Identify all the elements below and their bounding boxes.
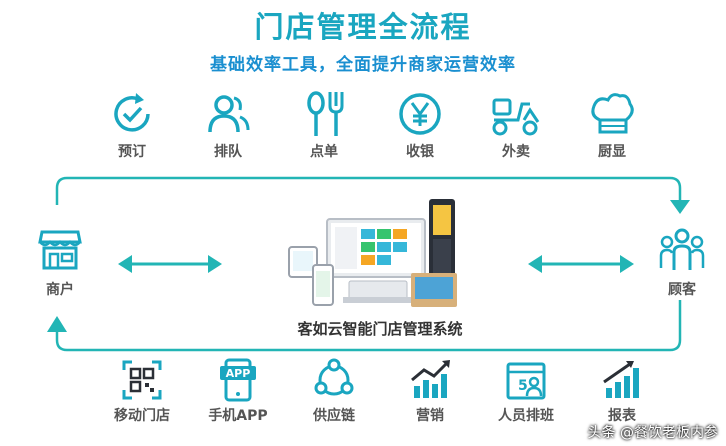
feature-supply-chain: 供应链 (294, 358, 374, 425)
flow-arrow-left-up-icon (47, 316, 67, 332)
feature-reservation: 预订 (92, 90, 172, 161)
feature-label: 预订 (118, 144, 146, 160)
feature-label: 报表 (608, 408, 636, 424)
report-icon (603, 361, 639, 398)
feature-queue: 排队 (188, 90, 268, 161)
feature-delivery: 外卖 (476, 90, 556, 161)
top-feature-row: 预订 排队 点单 收银 (92, 90, 652, 170)
flow-arrow-right-down-icon (670, 200, 690, 214)
feature-label: 手机APP (208, 408, 268, 424)
feature-mobile-store: 移动门店 (102, 358, 182, 425)
feature-marketing: 营销 (390, 358, 470, 425)
feature-label: 供应链 (313, 408, 355, 424)
bottom-feature-row: 移动门店 APP 手机APP 供应链 营销 (92, 358, 652, 438)
double-arrow-right-icon (528, 255, 634, 273)
page-subtitle: 基础效率工具，全面提升商家运营效率 (210, 55, 516, 75)
merchant-node: 商户 (30, 228, 90, 299)
qr-code-icon (122, 360, 162, 400)
svg-text:APP: APP (226, 367, 251, 380)
store-icon (38, 230, 82, 270)
feature-label: 点单 (310, 144, 338, 160)
scooter-icon (492, 98, 540, 136)
system-caption: 客如云智能门店管理系统 (297, 320, 463, 338)
chef-hat-icon (591, 93, 634, 134)
customers-icon (659, 228, 705, 270)
feature-label: 移动门店 (114, 408, 170, 424)
feature-staff-scheduling: 5 人员排班 (486, 358, 566, 425)
customer-node: 顾客 (652, 228, 712, 299)
clock-check-icon (114, 93, 150, 132)
feature-cashier: 收银 (380, 90, 460, 161)
phone-app-icon: APP (220, 358, 256, 402)
feature-ordering: 点单 (284, 90, 364, 161)
feature-mobile-app: APP 手机APP (198, 358, 278, 425)
feature-label: 营销 (416, 408, 444, 424)
yen-icon (399, 93, 441, 135)
feature-label: 厨显 (598, 144, 626, 160)
customer-label: 顾客 (668, 282, 696, 298)
watermark: 头条 @餐饮老板内参 (587, 425, 718, 441)
feature-kitchen-display: 厨显 (572, 90, 652, 161)
double-arrow-left-icon (118, 255, 222, 273)
network-icon (314, 358, 354, 396)
people-icon (208, 95, 250, 133)
schedule-icon: 5 (506, 362, 546, 400)
feature-reports: 报表 (582, 358, 662, 425)
fork-spoon-icon (307, 91, 344, 136)
feature-label: 排队 (214, 144, 242, 160)
svg-text:5: 5 (518, 378, 528, 394)
feature-label: 人员排班 (498, 408, 554, 424)
merchant-label: 商户 (46, 282, 74, 298)
feature-label: 外卖 (502, 144, 530, 160)
bar-chart-icon (411, 360, 450, 398)
pos-devices-illustration (288, 199, 457, 307)
page-title: 门店管理全流程 (254, 10, 472, 44)
feature-label: 收银 (406, 144, 434, 160)
